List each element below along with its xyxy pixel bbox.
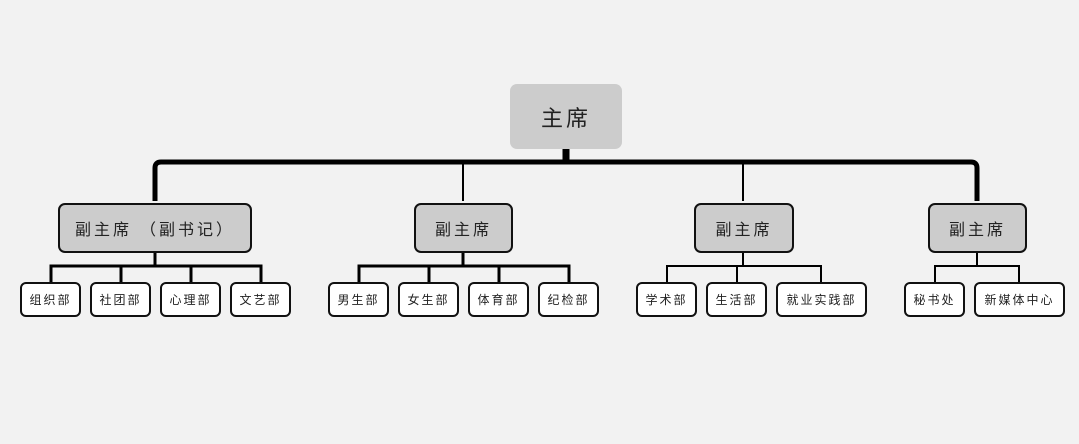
dept-node: 秘书处 bbox=[904, 282, 965, 317]
top-bus-line bbox=[152, 159, 980, 201]
root-node-chairman: 主席 bbox=[510, 84, 622, 149]
group-4-bus-line bbox=[934, 265, 1020, 282]
dept-node: 心理部 bbox=[160, 282, 221, 317]
group-1-bus-line bbox=[49, 264, 263, 282]
dept-node: 纪检部 bbox=[538, 282, 599, 317]
vice-node-4: 副主席 bbox=[928, 203, 1027, 253]
dept-node: 社团部 bbox=[90, 282, 151, 317]
dept-node: 新媒体中心 bbox=[974, 282, 1065, 317]
dept-node: 学术部 bbox=[636, 282, 697, 317]
vice-node-3: 副主席 bbox=[694, 203, 794, 253]
dept-node: 文艺部 bbox=[230, 282, 291, 317]
vice-node-2: 副主席 bbox=[414, 203, 513, 253]
group-2-bus-line bbox=[357, 264, 571, 282]
group-3-bus-line bbox=[666, 265, 822, 282]
vice-node-1: 副主席 （副书记） bbox=[58, 203, 252, 253]
dept-node: 体育部 bbox=[468, 282, 529, 317]
dept-node: 就业实践部 bbox=[776, 282, 867, 317]
dept-node: 女生部 bbox=[398, 282, 459, 317]
dept-node: 组织部 bbox=[20, 282, 81, 317]
dept-node: 生活部 bbox=[706, 282, 767, 317]
dept-node: 男生部 bbox=[328, 282, 389, 317]
